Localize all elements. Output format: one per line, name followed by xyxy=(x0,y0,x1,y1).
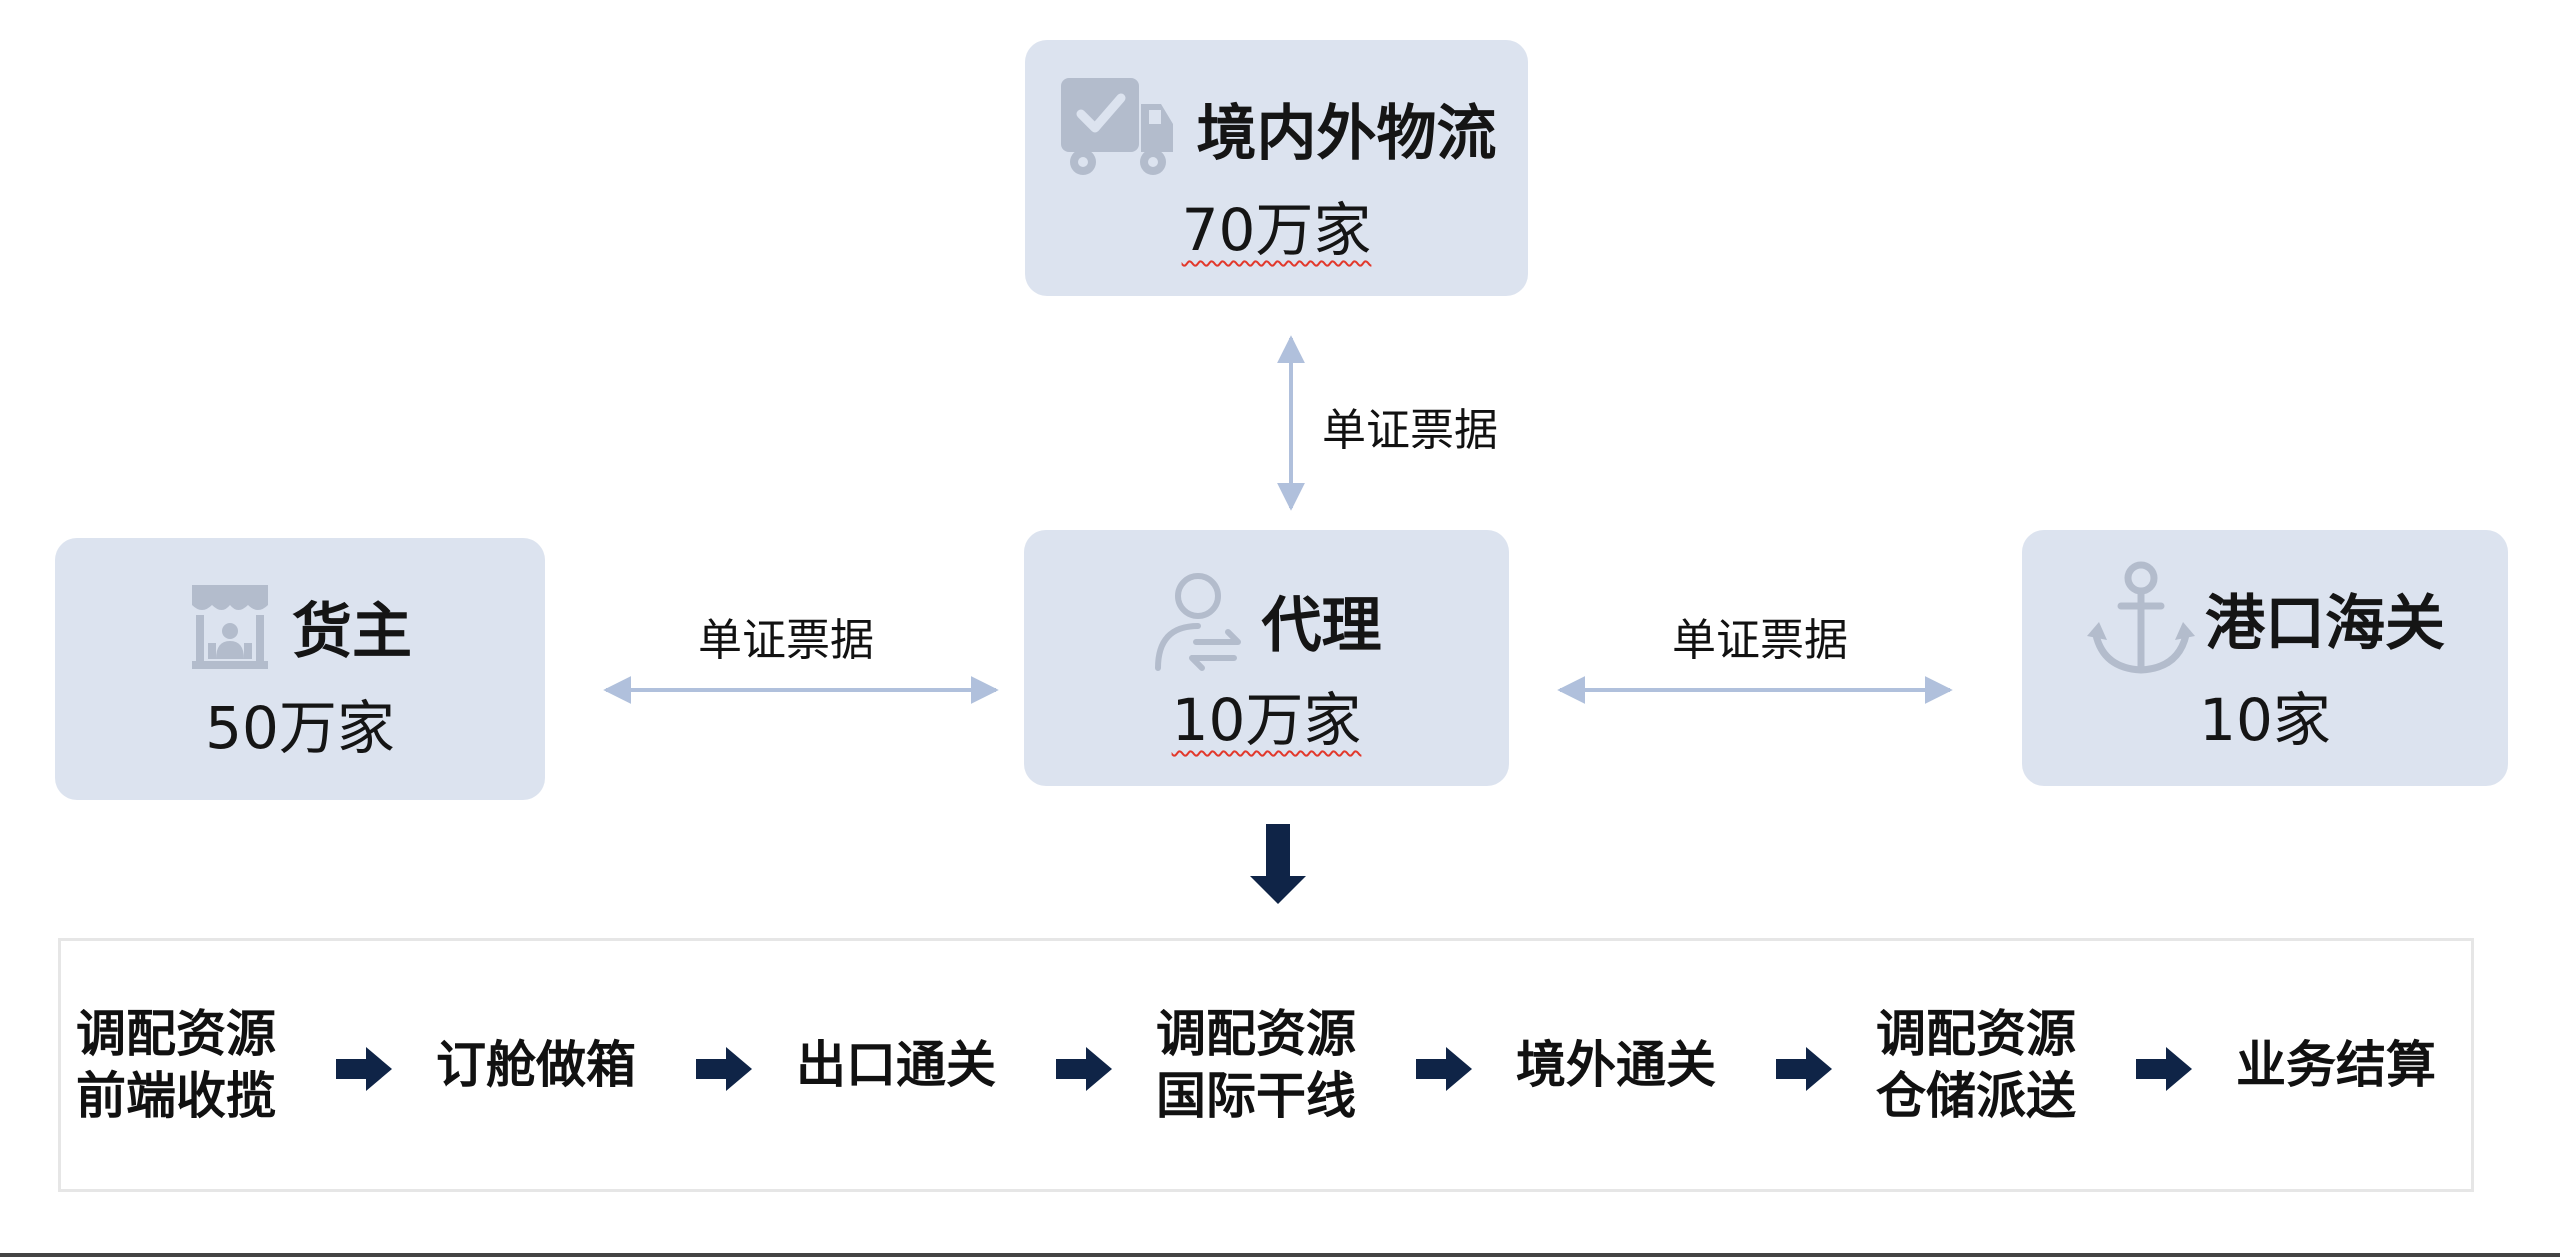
process-step-line: 订舱做箱 xyxy=(436,1036,636,1094)
process-step: 境外通关 xyxy=(1501,941,1731,1189)
right-arrow-icon xyxy=(1416,1047,1472,1091)
process-step-line: 前端收揽 xyxy=(76,1067,276,1125)
anchor-icon xyxy=(2085,560,2197,676)
process-flow: 调配资源 前端收揽 订舱做箱 出口通关 调配资源 国际干线 境外通关 调配资源 … xyxy=(58,938,2474,1192)
process-step: 业务结算 xyxy=(2221,941,2451,1189)
person-transfer-icon xyxy=(1152,568,1244,672)
process-step: 调配资源 前端收揽 xyxy=(61,941,291,1189)
process-step-line: 调配资源 xyxy=(76,1005,276,1063)
edge-label-agent-port: 单证票据 xyxy=(1672,615,1848,666)
truck-check-icon xyxy=(1057,74,1177,182)
process-step-line: 仓储派送 xyxy=(1876,1067,2076,1125)
node-shipper-count: 50万家 xyxy=(205,694,395,762)
process-step-line: 国际干线 xyxy=(1156,1067,1356,1125)
node-agent: 代理 10万家 xyxy=(1024,530,1509,786)
process-step-line: 调配资源 xyxy=(1876,1005,2076,1063)
process-step-line: 调配资源 xyxy=(1156,1005,1356,1063)
right-arrow-icon xyxy=(1776,1047,1832,1091)
node-port-count: 10家 xyxy=(2199,686,2331,754)
process-step: 订舱做箱 xyxy=(421,941,651,1189)
node-logistics-count: 70万家 xyxy=(1181,196,1372,264)
node-logistics-name: 境内外物流 xyxy=(1196,98,1497,169)
process-step: 调配资源 仓储派送 xyxy=(1861,941,2091,1189)
process-step: 出口通关 xyxy=(781,941,1011,1189)
process-step: 调配资源 国际干线 xyxy=(1141,941,1371,1189)
storefront-icon xyxy=(188,581,272,671)
bottom-divider xyxy=(0,1253,2560,1257)
process-step-line: 出口通关 xyxy=(796,1036,996,1094)
node-shipper-name: 货主 xyxy=(292,596,412,667)
right-arrow-icon xyxy=(696,1047,752,1091)
node-port-name: 港口海关 xyxy=(2205,588,2445,659)
edge-label-agent-logistics: 单证票据 xyxy=(1322,405,1498,456)
right-arrow-icon xyxy=(1056,1047,1112,1091)
node-logistics: 境内外物流 70万家 xyxy=(1025,40,1528,296)
process-step-line: 境外通关 xyxy=(1516,1036,1716,1094)
right-arrow-icon xyxy=(336,1047,392,1091)
process-step-line: 业务结算 xyxy=(2236,1036,2436,1094)
node-agent-name: 代理 xyxy=(1261,590,1382,661)
right-arrow-icon xyxy=(2136,1047,2192,1091)
node-agent-count: 10万家 xyxy=(1171,686,1362,754)
edge-label-shipper-agent: 单证票据 xyxy=(698,615,874,666)
node-port: 港口海关 10家 xyxy=(2022,530,2508,786)
node-shipper: 货主 50万家 xyxy=(55,538,545,800)
down-arrow-icon xyxy=(1250,824,1306,904)
